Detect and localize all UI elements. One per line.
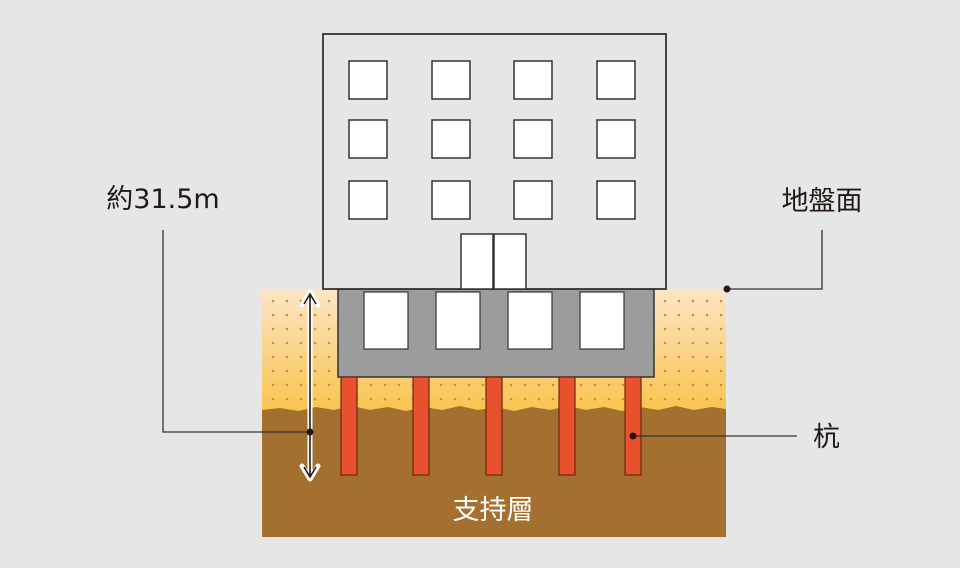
pile-label: 杭	[813, 422, 840, 453]
dot-icon	[723, 285, 731, 293]
pile	[624, 376, 642, 476]
pile-leader-line	[629, 432, 797, 440]
building-window	[348, 60, 388, 100]
basement-window	[435, 291, 481, 350]
building-windows	[348, 60, 636, 220]
pile	[558, 376, 576, 476]
basement-window	[579, 291, 625, 350]
building-window	[348, 119, 388, 159]
ground-surface-label: 地盤面	[782, 186, 863, 217]
building-window	[431, 180, 471, 220]
double-headed-arrow-icon	[299, 289, 321, 482]
building-window	[596, 180, 636, 220]
building-window	[513, 119, 553, 159]
basement-windows	[363, 291, 625, 350]
building-window	[596, 60, 636, 100]
ground-surface-leader-line	[723, 230, 823, 293]
dot-icon	[306, 428, 314, 436]
building-window	[431, 60, 471, 100]
piles	[340, 376, 642, 476]
depth-leader-line	[162, 230, 314, 436]
building-window	[596, 119, 636, 159]
building-window	[348, 180, 388, 220]
basement-window	[363, 291, 409, 350]
bearing-layer-label: 支持層	[453, 495, 534, 526]
depth-label: 約31.5m	[106, 184, 219, 215]
dot-icon	[629, 432, 637, 440]
entrance-door	[460, 233, 527, 290]
building-window	[513, 60, 553, 100]
pile	[485, 376, 503, 476]
building-window	[431, 119, 471, 159]
basement-window	[507, 291, 553, 350]
building-window	[513, 180, 553, 220]
pile	[412, 376, 430, 476]
pile	[340, 376, 358, 476]
